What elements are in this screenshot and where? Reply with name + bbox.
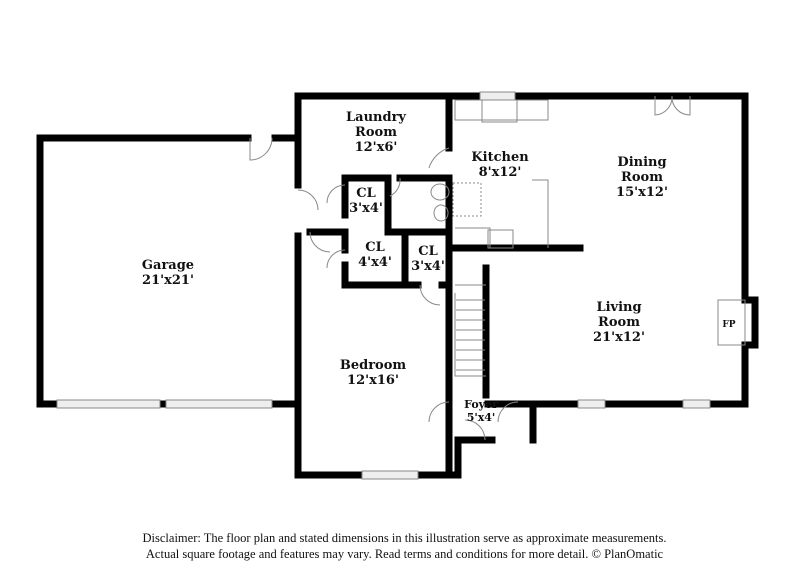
kitchen-sink xyxy=(481,99,518,123)
staircase xyxy=(454,284,486,377)
bedroom-window xyxy=(361,470,419,480)
room-dims: 3'x4' xyxy=(411,259,445,274)
garage-window-left xyxy=(56,399,161,409)
room-name: Bedroom xyxy=(339,358,407,373)
fireplace-label: FP xyxy=(722,320,736,330)
disclaimer-line-2: Actual square footage and features may v… xyxy=(145,547,664,561)
room-dims: 15'x12' xyxy=(616,185,668,200)
living-window-1 xyxy=(577,399,606,409)
room-name: CL xyxy=(418,244,438,259)
room-dims: 5'x4' xyxy=(466,411,496,424)
room-name: Laundry Room xyxy=(346,110,406,140)
room-name: CL xyxy=(356,186,376,201)
living-window-2 xyxy=(682,399,711,409)
walls xyxy=(36,92,759,479)
room-dims: 3'x4' xyxy=(349,201,383,216)
room-name: Garage xyxy=(141,258,195,273)
kitchen-window xyxy=(479,91,516,101)
room-name: Foyer xyxy=(464,398,498,411)
kitchen-island xyxy=(455,179,549,248)
disclaimer: Disclaimer: The floor plan and stated di… xyxy=(0,530,809,562)
stove-icon xyxy=(487,229,514,249)
windows xyxy=(56,91,711,480)
room-dims: 8'x12' xyxy=(478,165,522,180)
disclaimer-line-1: Disclaimer: The floor plan and stated di… xyxy=(142,531,667,545)
room-dims: 21'x21' xyxy=(142,273,194,288)
fireplace xyxy=(717,299,746,346)
toilet-icon xyxy=(430,183,450,201)
garage-window-right xyxy=(165,399,273,409)
room-dims: 12'x16' xyxy=(347,373,399,388)
door-swings xyxy=(249,95,691,441)
pantry xyxy=(452,182,482,217)
room-name: Kitchen xyxy=(471,150,529,165)
washbasin-icon xyxy=(433,204,449,222)
kitchen-counter-top xyxy=(454,99,549,121)
fixtures xyxy=(249,95,746,441)
room-dims: 21'x12' xyxy=(593,330,645,345)
room-dims: 12'x6' xyxy=(354,140,398,155)
room-dims: 4'x4' xyxy=(358,255,392,270)
room-name: CL xyxy=(365,240,385,255)
room-name: Living Room xyxy=(596,300,642,330)
room-name: Dining Room xyxy=(617,155,667,185)
